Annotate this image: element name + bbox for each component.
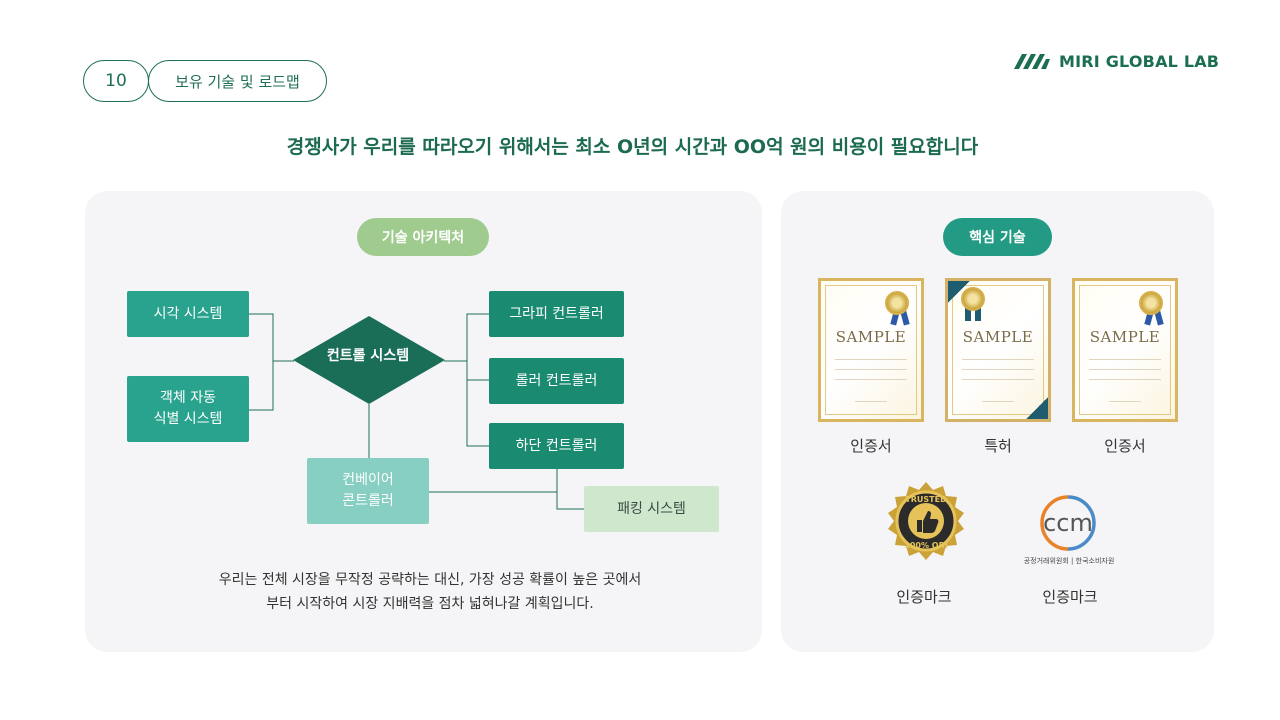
ccm-caption: 공정거래위원회 | 한국소비자원 <box>1023 557 1115 565</box>
seal-icon <box>1139 291 1163 315</box>
ccm-logo-text: ccm <box>1043 509 1093 537</box>
object-identification-node: 객체 자동 식별 시스템 <box>127 376 249 442</box>
section-title: 보유 기술 및 로드맵 <box>148 60 327 102</box>
brand-logo-icon <box>1014 54 1050 69</box>
certificate-label-2: 인증서 <box>1104 437 1146 455</box>
graphic-controller-node: 그라피 컨트롤러 <box>489 291 624 337</box>
seal-icon <box>961 287 985 311</box>
architecture-description: 우리는 전체 시장을 무작정 공략하는 대신, 가장 성공 확률이 높은 곳에서… <box>150 568 710 616</box>
trusted-badge-top-text: TRUSTED <box>905 495 947 504</box>
certificate-image-2: SAMPLE <box>1072 278 1178 422</box>
graphic-controller-label: 그라피 컨트롤러 <box>509 305 604 322</box>
trusted-badge-icon: TRUSTED 100% ORI <box>888 482 964 560</box>
roller-controller-label: 롤러 컨트롤러 <box>515 372 598 389</box>
ccm-mark-icon: ccm <box>1040 495 1096 551</box>
brand-name: MIRI GLOBAL LAB <box>1059 51 1220 71</box>
roller-controller-node: 롤러 컨트롤러 <box>489 358 624 404</box>
trusted-mark-label: 인증마크 <box>896 588 952 606</box>
vision-system-label: 시각 시스템 <box>153 305 223 322</box>
packing-system-node: 패킹 시스템 <box>584 486 719 532</box>
headline: 경쟁사가 우리를 따라오기 위해서는 최소 O년의 시간과 OO억 원의 비용이… <box>286 136 979 158</box>
conveyor-label-1: 컨베이어 <box>342 472 394 488</box>
control-system-label: 컨트롤 시스템 <box>326 348 410 364</box>
patent-label: 특허 <box>984 437 1012 455</box>
seal-icon <box>885 291 909 315</box>
certificate-image-1: SAMPLE <box>818 278 924 422</box>
vision-system-node: 시각 시스템 <box>127 291 249 337</box>
core-tech-badge: 핵심 기술 <box>943 218 1052 256</box>
lower-controller-label: 하단 컨트롤러 <box>515 437 598 454</box>
patent-image: SAMPLE <box>945 278 1051 422</box>
description-line-2: 부터 시작하여 시장 지배력을 점차 넓혀나갈 계획입니다. <box>266 596 594 612</box>
conveyor-label-2: 콘트롤러 <box>342 493 394 509</box>
object-id-label-2: 식별 시스템 <box>153 411 223 427</box>
patent-sample-text: SAMPLE <box>962 328 1034 346</box>
ccm-logo: ccm 공정거래위원회 | 한국소비자원 <box>1014 494 1124 574</box>
architecture-badge: 기술 아키텍처 <box>357 218 489 256</box>
ccm-mark-label: 인증마크 <box>1042 588 1098 606</box>
brand: MIRI GLOBAL LAB <box>1013 48 1219 74</box>
object-id-label-1: 객체 자동 <box>160 390 216 406</box>
page-number: 10 <box>83 60 149 102</box>
control-system-diamond <box>293 316 445 404</box>
lower-controller-node: 하단 컨트롤러 <box>489 423 624 469</box>
certificate-sample-text: SAMPLE <box>1089 328 1161 346</box>
description-line-1: 우리는 전체 시장을 무작정 공략하는 대신, 가장 성공 확률이 높은 곳에서 <box>218 572 642 588</box>
certificate-label-1: 인증서 <box>850 437 892 455</box>
trusted-badge-bottom-text: 100% ORI <box>904 541 947 550</box>
conveyor-controller-node: 컨베이어 콘트롤러 <box>307 458 429 524</box>
certificate-sample-text: SAMPLE <box>835 328 907 346</box>
packing-system-label: 패킹 시스템 <box>617 500 686 517</box>
